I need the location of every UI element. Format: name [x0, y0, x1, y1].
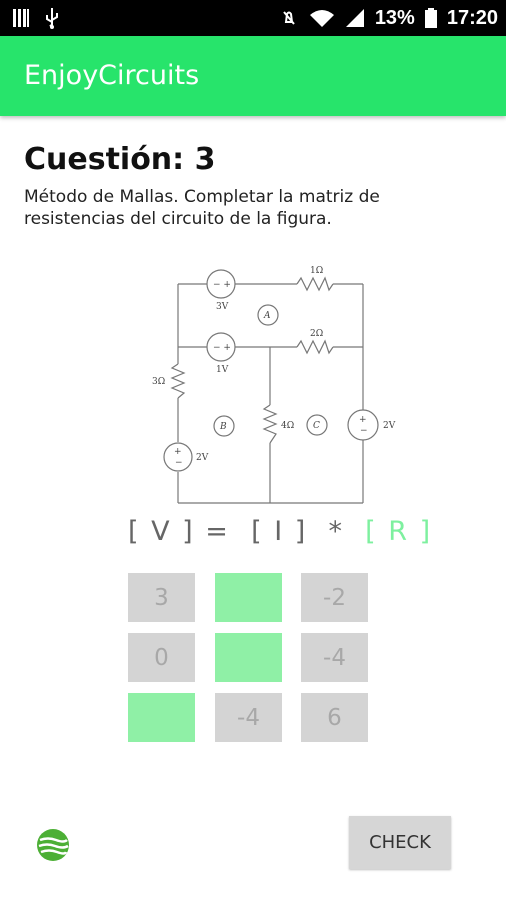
svg-text:+: +	[359, 415, 367, 425]
mesh-label-b: B	[219, 422, 227, 432]
check-button[interactable]: CHECK	[349, 816, 451, 869]
battery-percent: 13%	[374, 6, 415, 29]
resistor-label-3: 3Ω	[152, 377, 165, 387]
svg-text:− +: − +	[213, 343, 231, 353]
wifi-icon	[309, 10, 334, 27]
equation-r: [ R ]	[365, 516, 433, 547]
question-text: Método de Mallas. Completar la matriz de…	[24, 187, 380, 229]
svg-text:+: +	[174, 447, 182, 457]
equation-v: [ V ]	[128, 516, 195, 547]
resistor-label-1: 1Ω	[310, 266, 323, 276]
clock: 17:20	[446, 6, 498, 29]
status-bar: 13% 17:20	[0, 0, 506, 36]
matrix-cell-3-3[interactable]: 6	[301, 693, 368, 742]
matrix-cell-1-3[interactable]: -2	[301, 573, 368, 622]
equation-i: [ I ]	[251, 516, 308, 547]
svg-text:−: −	[175, 458, 183, 468]
matrix-cell-1-2[interactable]	[215, 573, 282, 622]
sim-card-icon	[13, 9, 29, 27]
mesh-label-a: A	[263, 311, 271, 321]
app-logo-icon[interactable]	[36, 828, 70, 862]
matrix-cell-1-1[interactable]: 3	[128, 573, 195, 622]
mesh-label-c: C	[313, 421, 320, 431]
matrix-cell-3-2[interactable]: -4	[215, 693, 282, 742]
source-label-2v-right: 2V	[383, 421, 396, 431]
question-title: Cuestión: 3	[24, 142, 216, 177]
source-label-2v-left: 2V	[196, 453, 209, 463]
mute-icon	[283, 11, 295, 25]
equation: [ V ] = [ I ] * [ R ]	[128, 516, 432, 547]
matrix-cell-2-2[interactable]	[215, 633, 282, 682]
source-label-3v: 3V	[216, 302, 229, 312]
usb-icon	[46, 8, 58, 29]
svg-text:−: −	[360, 426, 368, 436]
svg-text:− +: − +	[213, 280, 231, 290]
equation-times: *	[328, 516, 344, 547]
resistor-label-2: 2Ω	[310, 329, 323, 339]
equation-equals: =	[205, 516, 230, 547]
resistor-label-4: 4Ω	[281, 421, 294, 431]
signal-icon	[345, 9, 364, 27]
battery-icon	[424, 8, 437, 28]
matrix-cell-2-3[interactable]: -4	[301, 633, 368, 682]
matrix-cell-3-1[interactable]	[128, 693, 195, 742]
circuit-diagram: − + − + + − + − 3V 1V 2V 2V 1Ω 2Ω 3Ω 4Ω …	[152, 266, 396, 504]
matrix-cell-2-1[interactable]: 0	[128, 633, 195, 682]
app-title: EnjoyCircuits	[24, 60, 200, 91]
app-bar: EnjoyCircuits	[0, 36, 506, 116]
source-label-1v: 1V	[216, 365, 229, 375]
